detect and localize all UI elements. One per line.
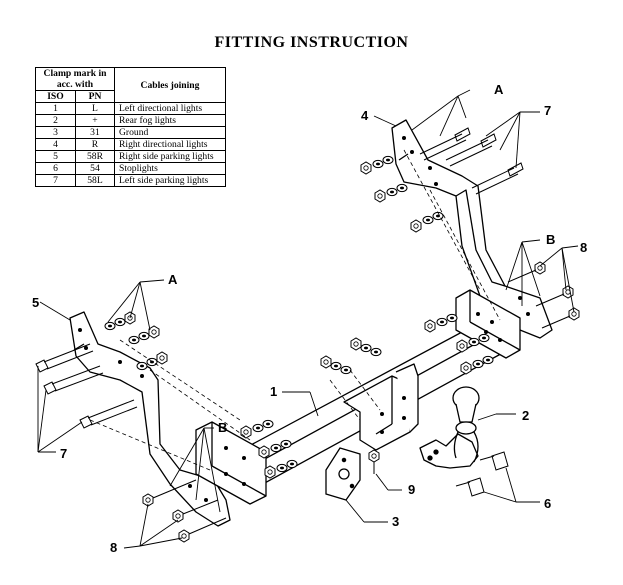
tow-ball [419, 386, 480, 469]
iso-cell: 7 [35, 174, 76, 187]
right-plate-holes [476, 312, 502, 342]
left-bracket [69, 311, 231, 527]
bolts-8-left [142, 479, 227, 543]
clamp-mark-header: Clamp mark in acc. with [35, 67, 115, 91]
callout-5: 5 [32, 295, 39, 310]
callout-6: 6 [544, 496, 551, 511]
right-bracket-holes [402, 136, 530, 316]
leader-lines [37, 89, 579, 549]
callout-1: 1 [270, 384, 277, 399]
callout-9: 9 [408, 482, 415, 497]
callout-7-top: 7 [544, 103, 551, 118]
bolts-6 [455, 451, 509, 497]
callout-b-left: B [218, 420, 227, 435]
cable-cell: Left side parking lights [114, 174, 226, 187]
bolts-7-left [35, 343, 138, 429]
callout-a-top: A [494, 82, 504, 97]
callout-8-bottom: 8 [110, 540, 117, 555]
right-bracket [391, 119, 553, 339]
left-plate-holes [224, 446, 246, 486]
callout-2: 2 [522, 408, 529, 423]
cables-joining-header: Cables joining [114, 67, 226, 103]
pn-cell: 58L [74, 174, 116, 187]
center-bracket-holes [380, 396, 406, 434]
callout-3: 3 [392, 514, 399, 529]
clamp-table: Clamp mark in acc. with Cables joining I… [35, 67, 226, 187]
nuts-center [320, 337, 382, 375]
center-bracket [343, 363, 419, 451]
callout-a-left: A [168, 272, 178, 287]
left-end-plate [195, 421, 267, 505]
bolt-9 [368, 449, 380, 474]
callout-7-left: 7 [60, 446, 67, 461]
socket-plate [325, 447, 361, 501]
page-title: FITTING INSTRUCTION [214, 34, 409, 51]
callout-b-right: B [546, 232, 555, 247]
left-bracket-holes [78, 328, 208, 502]
callout-8-right: 8 [580, 240, 587, 255]
right-end-plate [455, 289, 521, 359]
assembly-lines [89, 149, 501, 471]
callout-4: 4 [361, 108, 369, 123]
bolts-7-top [419, 127, 524, 195]
